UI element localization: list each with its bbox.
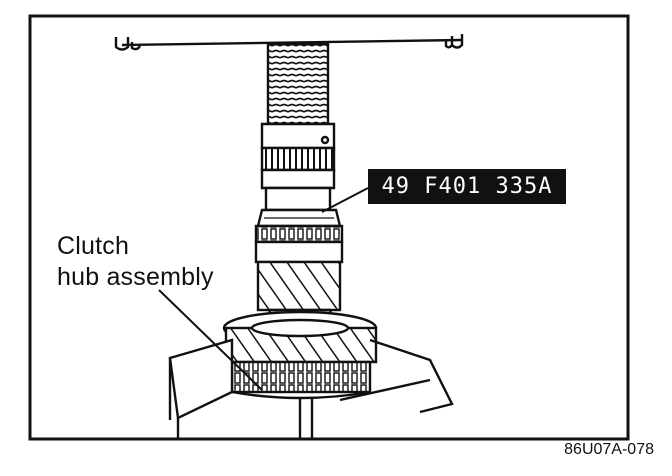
leader-lines xyxy=(158,187,369,391)
threaded-spindle xyxy=(266,42,330,126)
tool-part-number: 49 F401 335A xyxy=(368,169,566,204)
clutch-hub-label-line-1: Clutch xyxy=(57,232,130,260)
figure-frame xyxy=(28,14,630,441)
press-bar xyxy=(114,34,464,51)
figure-code: 86U07A-078 xyxy=(564,441,654,458)
clutch-hub-label-line-2: hub assembly xyxy=(57,263,214,291)
special-tool-ring xyxy=(256,208,342,228)
clutch-hub-label: Clutch hub assembly xyxy=(57,231,214,293)
support-blocks xyxy=(168,338,454,440)
press-collar xyxy=(260,122,336,212)
gear-stack xyxy=(254,224,344,320)
clutch-hub-assembly xyxy=(222,310,378,400)
